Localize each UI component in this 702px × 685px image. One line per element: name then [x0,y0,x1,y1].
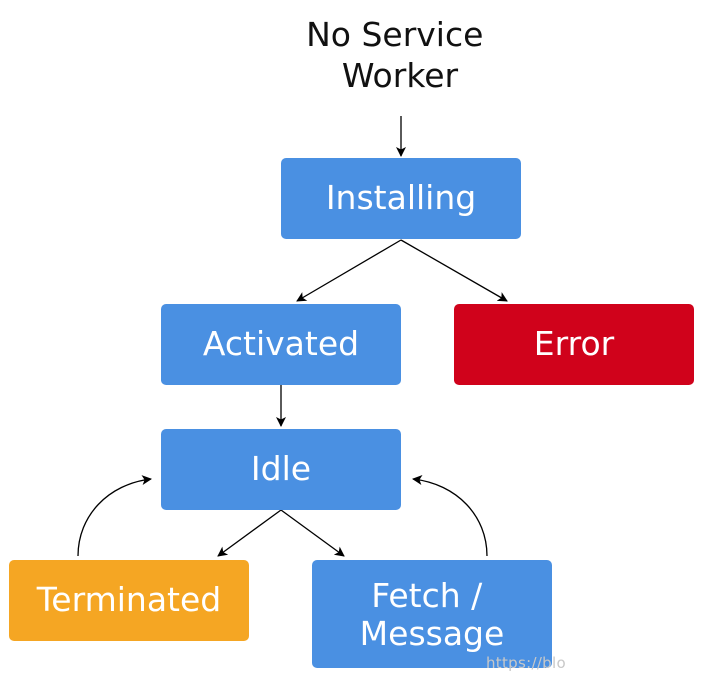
edge-installing-to-error [400,239,508,302]
edge-terminated-to-idle [77,475,152,557]
node-activated-label: Activated [203,324,359,363]
node-fetch-message-label-line-1: Fetch / [371,576,483,615]
node-installing-label: Installing [326,178,476,217]
node-idle-label: Idle [251,449,311,488]
node-error-label: Error [534,324,615,363]
node-fetch-message-box [312,560,552,668]
node-idle: Idle [161,429,401,510]
edge-fetch-to-idle [412,475,488,557]
node-terminated-box [9,560,249,641]
node-activated: Activated [161,304,401,385]
start-label: No Service Worker [306,15,494,95]
start-label-line-2: Worker [342,56,459,95]
node-terminated-label: Terminated [36,580,221,619]
node-installing-box [281,158,521,239]
watermark-url: https://blo [486,654,566,672]
node-terminated: Terminated [9,560,249,641]
node-activated-box [161,304,401,385]
node-error: Error [454,304,694,385]
node-installing: Installing [281,158,521,239]
node-fetch-message-label: Fetch / Message [360,576,505,653]
node-fetch-message: Fetch / Message [312,560,552,668]
node-idle-box [161,429,401,510]
edge-installing-to-activated [296,239,402,302]
start-label-line-1: No Service [306,15,483,54]
node-fetch-message-label-line-2: Message [360,614,505,653]
edge-idle-to-terminated [217,509,282,557]
node-error-box [454,304,694,385]
edge-idle-to-fetch [280,509,345,557]
